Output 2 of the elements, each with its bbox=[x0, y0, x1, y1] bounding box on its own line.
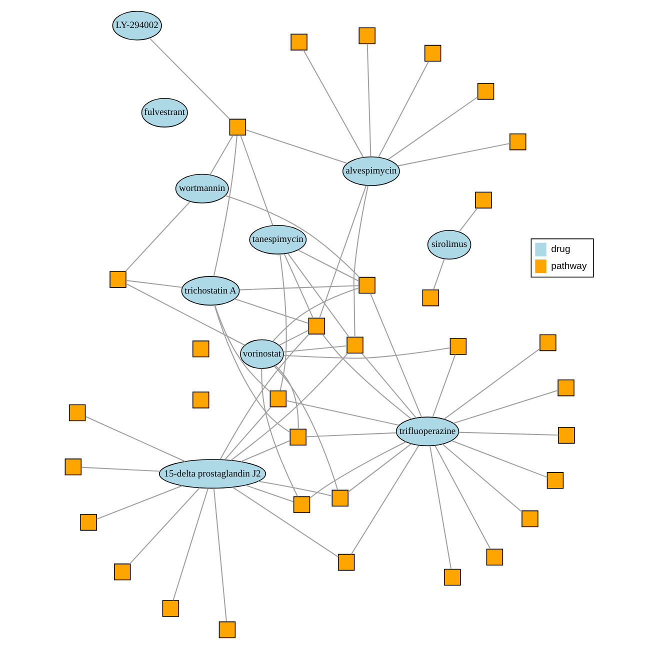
legend-label: pathway bbox=[551, 260, 587, 272]
legend-label: drug bbox=[551, 244, 570, 256]
